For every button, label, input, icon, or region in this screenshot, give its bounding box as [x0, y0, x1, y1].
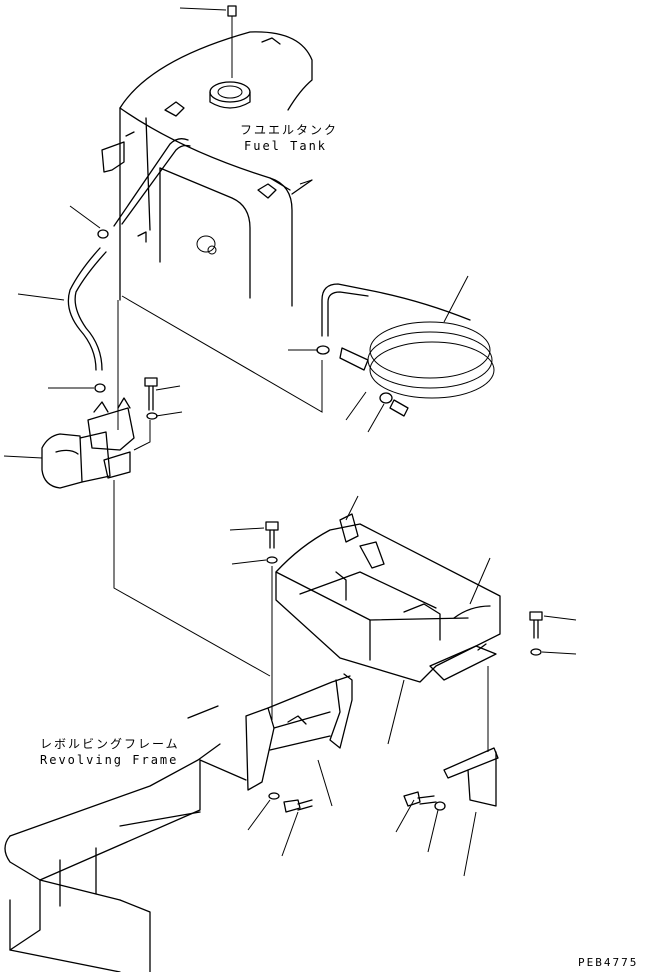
- fuel-tank-label-en: Fuel Tank: [244, 139, 327, 153]
- pump-bolt: [144, 377, 158, 420]
- fuel-tank-label-jp: フユエルタンク: [240, 123, 338, 137]
- support-bracket: [245, 673, 353, 813]
- tray: [275, 513, 501, 683]
- assembly-lines: [113, 295, 489, 752]
- drawing-code: PEB4775: [578, 956, 638, 969]
- breather-hose: [67, 229, 109, 393]
- tray-bolts: [265, 521, 543, 656]
- fuel-tank: [101, 5, 313, 307]
- revolving-frame: [4, 705, 247, 972]
- fuel-pump: [41, 397, 135, 489]
- callout-leaders: [3, 7, 577, 877]
- revolving-frame-label-en: Revolving Frame: [40, 753, 178, 767]
- revolving-frame-label-jp: レボルビングフレーム: [40, 737, 180, 751]
- right-bracket: [403, 747, 499, 811]
- hose-connector: [339, 347, 409, 417]
- fuel-hose-coil: [316, 283, 495, 399]
